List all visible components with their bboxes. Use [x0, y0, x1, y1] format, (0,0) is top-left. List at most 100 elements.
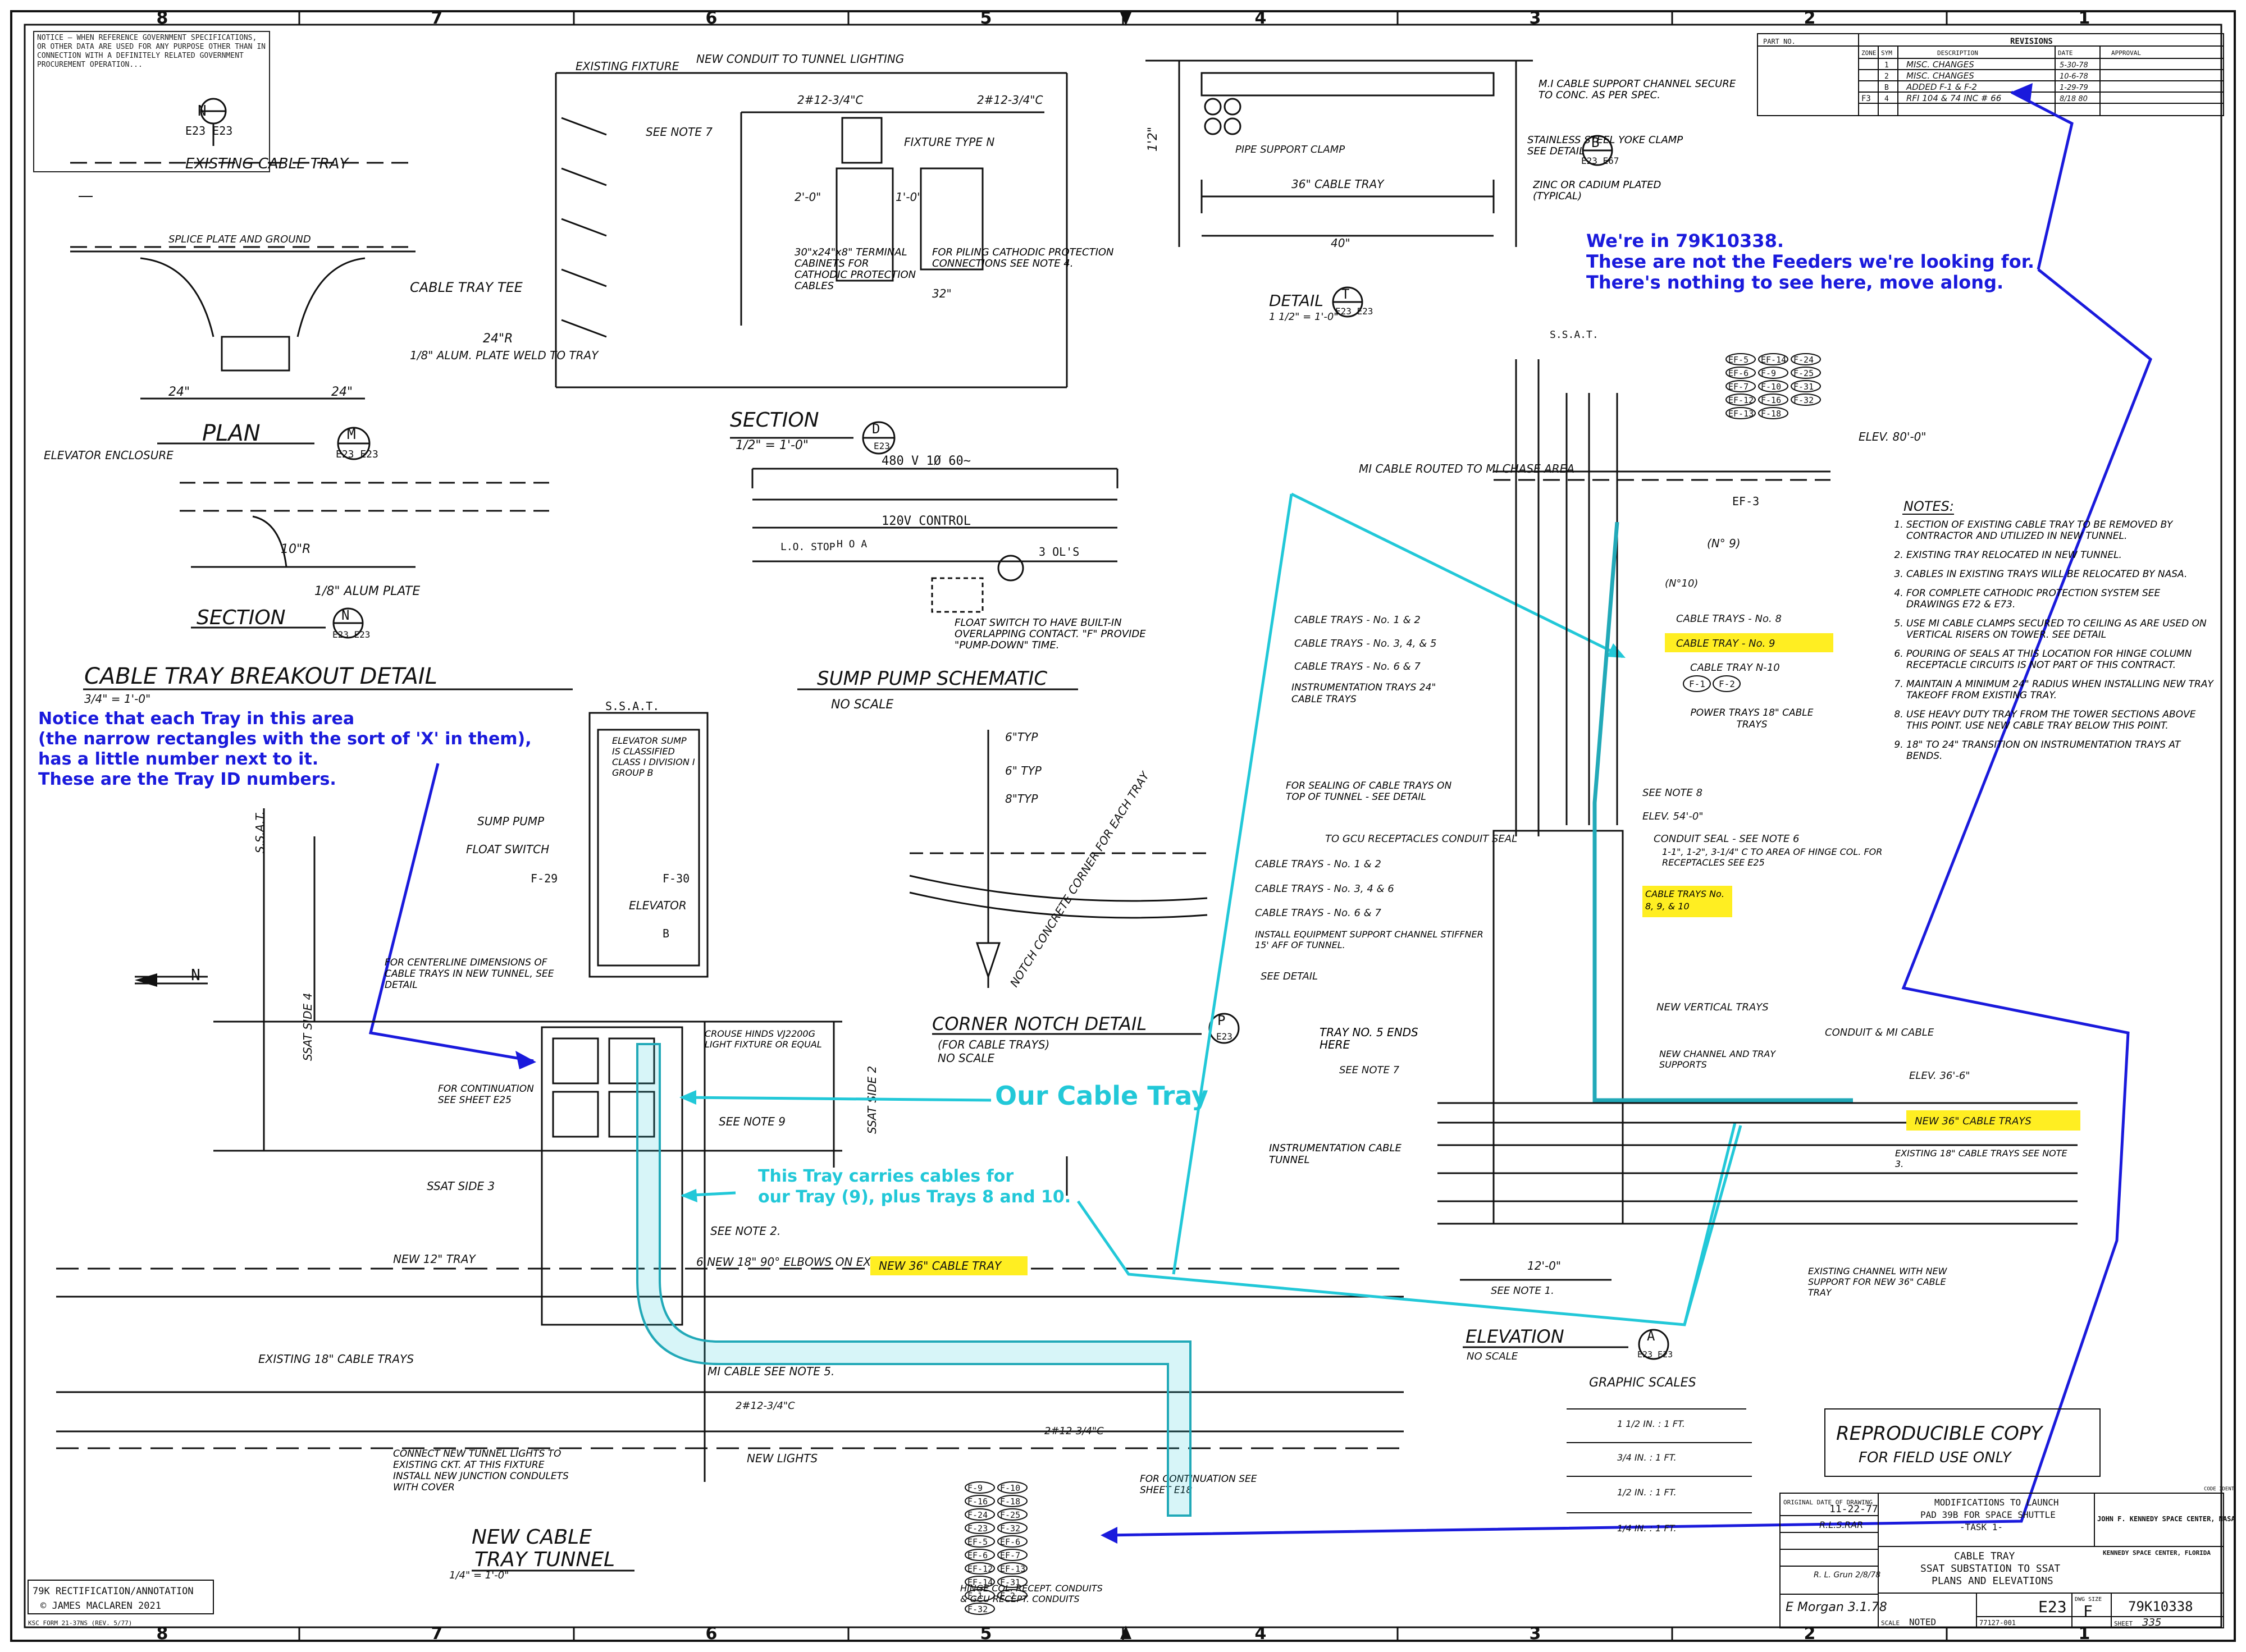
- scale-b: 3/4 IN. : 1 FT.: [1617, 1452, 1677, 1463]
- label-480v: 480 V 1Ø 60~: [882, 454, 971, 468]
- feeder-oval: [1725, 353, 1756, 365]
- feeder-label: EF-13: [1728, 409, 1754, 419]
- label-continuation-18: FOR CONTINUATION SEE SHEET E18: [1140, 1473, 1257, 1496]
- feeder-oval: [1725, 367, 1756, 379]
- zone-label: 5: [980, 1624, 992, 1644]
- annot-left-line-4: These are the Tray ID numbers.: [38, 770, 336, 789]
- detail-t-sketch: [1145, 60, 1613, 318]
- zone-label: 8: [157, 1624, 168, 1644]
- label-instr-tunnel: INSTRUMENTATION CABLE TUNNEL: [1269, 1142, 1402, 1166]
- rev-date: 8/18 80: [2060, 95, 2088, 103]
- feeder-oval: [1791, 353, 1821, 365]
- label-2-12-c: 2#12-3/4"C: [736, 1400, 795, 1412]
- section-d-scale: 1/2" = 1'-0": [736, 438, 809, 452]
- label-piling-note: FOR PILING CATHODIC PROTECTION CONNECTIO…: [932, 247, 1114, 269]
- annot-this-tray-2: our Tray (9), plus Trays 8 and 10.: [758, 1187, 1071, 1207]
- rev-column-header: APPROVAL: [2111, 49, 2141, 57]
- f1-oval: [1683, 675, 1711, 692]
- dim-12-0: 12'-0": [1527, 1259, 1561, 1273]
- breakout-sketch: [56, 712, 1404, 1482]
- label-tray-36: 36" CABLE TRAY: [1291, 177, 1385, 191]
- label-ct10: CABLE TRAY N-10: [1690, 662, 1780, 674]
- install-box: INSTALL EQUIPMENT SUPPORT CHANNEL STIFFN…: [1255, 929, 1483, 950]
- feeder-oval: [1758, 380, 1788, 392]
- label-b-e24: B: [663, 927, 669, 940]
- mi-channel-box: M.I CABLE SUPPORT CHANNEL SECURE TO CONC…: [1539, 79, 1736, 101]
- feeder-label: EF-5: [1728, 355, 1749, 365]
- note-item: CABLES IN EXISTING TRAYS WILL BE RELOCAT…: [1906, 569, 2215, 580]
- corner-sheets: E23: [1216, 1031, 1232, 1042]
- zone-label: 6: [706, 1624, 718, 1644]
- rev-sym: 1: [1884, 61, 1889, 70]
- tb-checker: RAR: [1845, 1520, 1863, 1530]
- tb-sheet-label: SHEET: [2114, 1620, 2133, 1627]
- sump-scale: NO SCALE: [831, 698, 893, 712]
- tb-scale: NOTED: [1909, 1617, 1936, 1627]
- center-mark-bottom: [1120, 1626, 1131, 1639]
- label-elev-54: ELEV. 54'-0": [1642, 811, 1704, 822]
- notice-text: NOTICE — WHEN REFERENCE GOVERNMENT SPECI…: [37, 34, 266, 69]
- notice-box: [33, 31, 270, 172]
- label-power-trays: POWER TRAYS 18" CABLE TRAYS: [1690, 707, 1814, 730]
- rev-header: REVISIONS: [2010, 37, 2053, 46]
- label-f2: F-2: [1719, 679, 1735, 689]
- label-n9: (N° 9): [1707, 537, 1741, 550]
- feeder-label: F-23: [967, 1523, 988, 1534]
- feeder-label: EF-6: [1728, 368, 1749, 378]
- feeder-oval: [997, 1549, 1028, 1561]
- feeder-label: F-32: [1793, 395, 1814, 405]
- section-d-title: SECTION: [730, 409, 819, 432]
- highlight-new-36-trays: [1906, 1110, 2080, 1131]
- highlight-new-36: [870, 1256, 1028, 1275]
- note-item: FOR COMPLETE CATHODIC PROTECTION SYSTEM …: [1906, 588, 2215, 610]
- zone-label: 8: [157, 8, 168, 28]
- label-6-typ-b: 6" TYP: [1005, 764, 1042, 777]
- footer-line-2: © JAMES MACLAREN 2021: [40, 1600, 161, 1612]
- feeder-oval: [965, 1589, 995, 1601]
- rev-description: MISC. CHANGES: [1906, 60, 1974, 70]
- section-d-schematic: [730, 421, 1119, 613]
- label-ct-67: CABLE TRAYS - No. 6 & 7: [1294, 661, 1421, 672]
- tunnel-lighting-section: [555, 72, 1068, 388]
- zone-label: 2: [1804, 8, 1816, 28]
- zone-label: 4: [1255, 1624, 1267, 1644]
- footer-form: KSC FORM 21-37NS (REV. 5/77): [28, 1619, 132, 1627]
- feeder-oval: [965, 1535, 995, 1548]
- label-sealing: FOR SEALING OF CABLE TRAYS ON TOP OF TUN…: [1286, 780, 1452, 803]
- label-6-typ: 6"TYP: [1005, 730, 1038, 744]
- feeder-label: F-24: [967, 1510, 988, 1520]
- feeder-label: F-25: [1793, 368, 1814, 378]
- annot-blue-lines: [368, 90, 2153, 1537]
- section-n-ref: N: [341, 607, 349, 623]
- plan-m-view: [70, 98, 416, 400]
- elevation-sheets: E23 E23: [1637, 1349, 1673, 1360]
- zone-label: 3: [1530, 8, 1541, 28]
- label-lo-stop: L.O. STOP: [780, 541, 836, 553]
- centerline-box: FOR CENTERLINE DIMENSIONS OF CABLE TRAYS…: [385, 957, 554, 991]
- feeder-oval: [997, 1481, 1028, 1494]
- annot-left-line-3: has a little number next to it.: [38, 749, 318, 769]
- conduits-box: 1-1", 1-2", 3-1/4" C TO AREA OF HINGE CO…: [1662, 846, 1882, 868]
- feeder-oval: [965, 1562, 995, 1575]
- dim-2-0: 2'-0": [795, 190, 821, 204]
- tb-sheet: 335: [2142, 1617, 2161, 1628]
- feeder-oval: [1725, 407, 1756, 419]
- tb-title-1: CABLE TRAY: [1954, 1550, 2015, 1562]
- arrow-revisions: [2011, 83, 2033, 101]
- feeder-label: EF-14: [1761, 355, 1786, 365]
- feeder-label: F-1: [967, 1591, 983, 1601]
- sealing-box: FOR SEALING OF CABLE TRAYS ON TOP OF TUN…: [1286, 780, 1452, 803]
- section-n-title-graphic: [191, 607, 364, 639]
- feeder-label: EF-7: [1728, 382, 1749, 392]
- label-gcu: TO GCU RECEPTACLES CONDUIT SEAL: [1325, 833, 1517, 845]
- label-see-note-7b: SEE NOTE 7: [1339, 1064, 1400, 1076]
- label-ssat-side-3: SSAT SIDE 3: [427, 1179, 495, 1193]
- label-mi-channel: M.I CABLE SUPPORT CHANNEL SECURE TO CONC…: [1539, 79, 1736, 101]
- stamp-line-2: FOR FIELD USE ONLY: [1859, 1449, 2012, 1466]
- zinc-box: ZINC OR CADIUM PLATED (TYPICAL): [1533, 180, 1661, 202]
- f2-oval: [1713, 675, 1741, 692]
- label-float-switch: FLOAT SWITCH: [466, 843, 549, 856]
- label-2-12-d: 2#12-3/4"C: [1044, 1425, 1104, 1437]
